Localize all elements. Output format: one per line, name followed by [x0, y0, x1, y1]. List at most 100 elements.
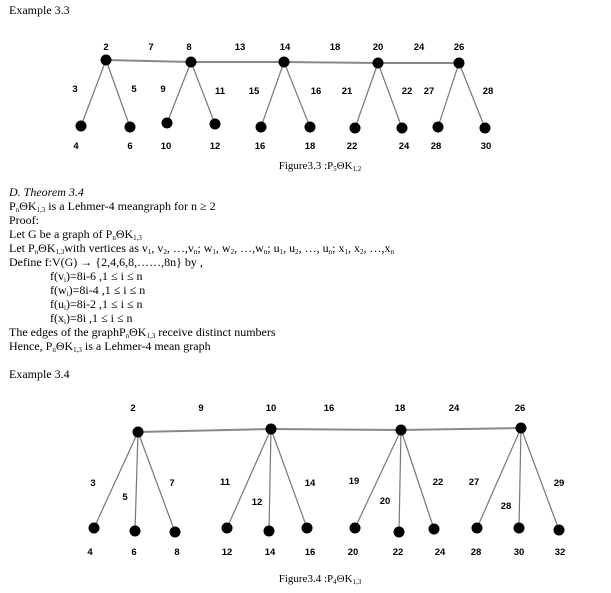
fig34-pendant-edge-label: 3 [90, 478, 95, 489]
fig33-pendant-edge [260, 61, 285, 128]
fig34-leaf-vertex [221, 522, 233, 534]
fig34-pendant-edge [476, 427, 522, 529]
proof-line: The edges of the graphPnΘK1,3 receive di… [9, 325, 276, 340]
fig33-pendant-edge [166, 61, 192, 124]
fig33-leaf-label: 18 [305, 141, 316, 152]
fig34-pendant-edge-label: 29 [554, 478, 565, 489]
fig34-pendant-edge [268, 428, 272, 532]
fig34-leaf-label: 24 [435, 547, 446, 558]
fig34-leaf-vertex [301, 522, 313, 534]
fig33-vertex [100, 54, 112, 66]
proof-line: f(xi)=8i ,1 ≤ i ≤ n [50, 311, 133, 326]
fig34-leaf-label: 20 [348, 547, 359, 558]
fig33-pendant-edge [283, 61, 311, 128]
fig33-leaf-vertex [304, 121, 316, 133]
fig33-leaf-vertex [124, 121, 136, 133]
fig34-pendant-edge [226, 428, 272, 529]
fig34-pendant-edge-label: 27 [469, 477, 480, 488]
fig34-leaf-vertex [553, 524, 565, 536]
fig34-pendant-edge-label: 14 [305, 478, 316, 489]
fig34-leaf-label: 32 [555, 547, 566, 558]
fig33-pendant-edge-label: 15 [249, 86, 260, 97]
fig33-pendant-edge [105, 59, 131, 128]
proof-line: f(ui)=8i-2 ,1 ≤ i ≤ n [50, 297, 143, 312]
fig34-leaf-vertex [263, 525, 275, 537]
fig33-vertex-label: 2 [103, 42, 108, 53]
fig34-path-edge-label: 24 [449, 403, 460, 414]
proof-line: Hence, PnΘK1,3 is a Lehmer-4 mean graph [9, 339, 211, 354]
fig33-vertex [372, 57, 384, 69]
proof-line: Define f:V(G) → {2,4,6,8,……,8n} by , [9, 255, 203, 269]
fig34-leaf-label: 4 [87, 547, 93, 558]
fig33-path-edge-label: 24 [414, 42, 425, 53]
proof-line: PnΘK1,3 is a Lehmer-4 meangraph for n ≥ … [9, 199, 216, 214]
fig33-leaf-label: 10 [161, 141, 172, 152]
fig34-leaf-label: 16 [305, 547, 316, 558]
fig33-leaf-label: 4 [73, 141, 79, 152]
fig33-pendant-edge [458, 62, 486, 129]
fig33-leaf-vertex [432, 121, 444, 133]
fig33-pendant-edge [377, 62, 403, 129]
fig33-path-edge-label: 18 [330, 42, 341, 53]
fig34-pendant-edge-label: 28 [501, 501, 512, 512]
fig33-leaf-vertex [161, 117, 173, 129]
fig33-vertex-label: 26 [454, 42, 465, 53]
fig34-pendant-edge-label: 12 [252, 497, 263, 508]
fig33-pendant-edge-label: 28 [483, 86, 494, 97]
fig34-leaf-label: 8 [174, 547, 179, 558]
fig34-pendant-edge [93, 431, 139, 529]
fig34-leaf-vertex [349, 522, 361, 534]
fig33-leaf-label: 22 [347, 141, 358, 152]
fig34-vertex-label: 2 [130, 403, 135, 414]
fig34-leaf-vertex [88, 522, 100, 534]
fig34-vertex [395, 424, 407, 436]
fig34-leaf-vertex [513, 522, 525, 534]
fig34-vertex-label: 18 [395, 403, 406, 414]
fig34-leaf-label: 28 [471, 547, 482, 558]
fig33-pendant-edge-label: 27 [424, 86, 435, 97]
fig33-leaf-label: 6 [127, 141, 132, 152]
fig33-pendant-edge [437, 62, 460, 128]
fig33-leaf-label: 16 [255, 141, 266, 152]
fig34-path-edge-label: 9 [198, 403, 203, 414]
fig33-pendant-edge-label: 22 [402, 86, 413, 97]
fig33-leaf-vertex [209, 118, 221, 130]
fig33-leaf-vertex [255, 121, 267, 133]
fig33-vertex [185, 56, 197, 68]
proof-line: f(vi)=8i-6 ,1 ≤ i ≤ n [50, 269, 143, 284]
fig34-leaf-label: 6 [131, 547, 136, 558]
fig34-pendant-edge-label: 5 [122, 492, 128, 503]
example-3-4-heading: Example 3.4 [9, 367, 70, 381]
fig34-leaf-vertex [129, 525, 141, 537]
proof-line: Let G be a graph of PnΘK1,3 [9, 227, 142, 242]
fig33-pendant-edge-label: 11 [215, 86, 226, 97]
proof-line: f(wi)=8i-4 ,1 ≤ i ≤ n [50, 283, 146, 298]
fig34-path-edge [400, 427, 522, 431]
fig33-leaf-label: 12 [210, 141, 221, 152]
fig34-path-edge [137, 428, 272, 433]
fig33-leaf-label: 30 [481, 141, 492, 152]
fig33-leaf-vertex [479, 122, 491, 134]
figure-3-4-caption: Figure3.4 :P4ΘK1,3 [279, 573, 362, 586]
fig34-pendant-edge [134, 431, 139, 532]
proof-line: Proof: [9, 213, 39, 227]
fig34-leaf-vertex [471, 522, 483, 534]
fig34-pendant-edge [400, 429, 435, 530]
fig34-vertex [515, 422, 527, 434]
fig33-pendant-edge-label: 21 [342, 86, 353, 97]
theorem-heading: D. Theorem 3.4 [9, 185, 84, 199]
fig34-pendant-edge-label: 19 [349, 476, 360, 487]
fig33-pendant-edge-label: 5 [131, 84, 137, 95]
fig34-pendant-edge [137, 431, 176, 533]
fig33-pendant-edge-label: 3 [72, 84, 77, 95]
fig34-pendant-edge [270, 428, 308, 529]
fig34-pendant-edge [354, 429, 402, 529]
fig33-leaf-vertex [75, 120, 87, 132]
fig33-pendant-edge [80, 59, 107, 127]
fig33-vertex-label: 14 [280, 42, 291, 53]
fig33-vertex [278, 56, 290, 68]
fig33-leaf-vertex [349, 122, 361, 134]
fig33-pendant-edge [190, 61, 216, 125]
fig33-vertex-label: 8 [186, 42, 191, 53]
fig34-vertex [132, 426, 144, 438]
